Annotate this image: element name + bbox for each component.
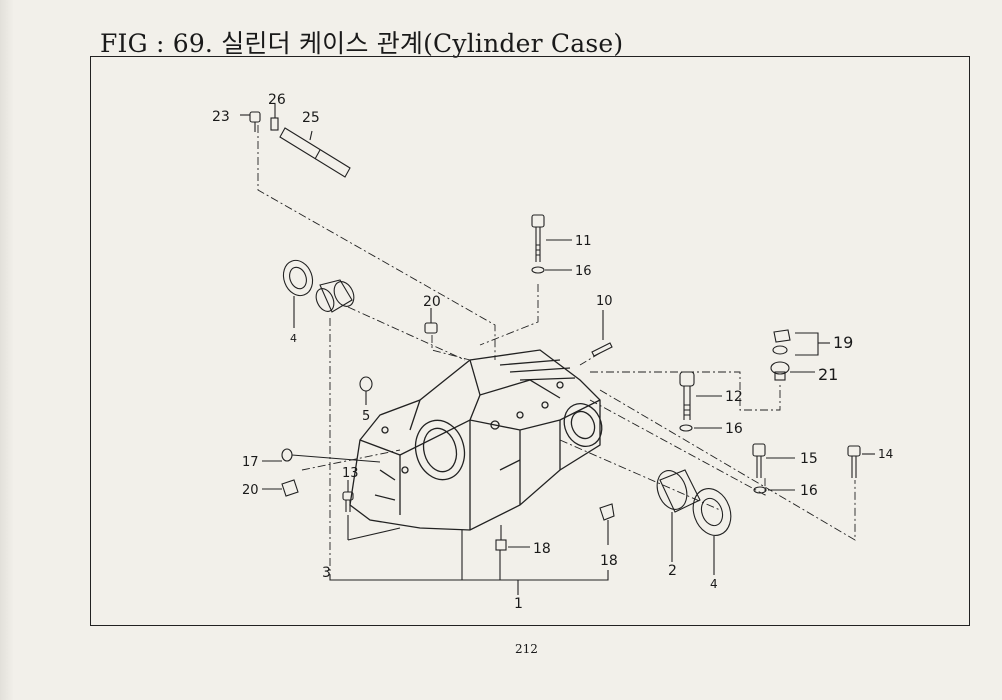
part-1-cylinder-case bbox=[349, 349, 603, 531]
part-19-union-bolt bbox=[772, 329, 830, 356]
part-17-o-ring bbox=[262, 448, 381, 463]
part-10-stud bbox=[591, 310, 613, 357]
callout-21: 21 bbox=[818, 365, 838, 384]
callout-1: 1 bbox=[514, 596, 523, 612]
callout-16-top: 16 bbox=[575, 264, 592, 279]
guide-line-bolt15-path bbox=[589, 399, 766, 496]
part-12-bolt bbox=[679, 371, 722, 420]
callout-5: 5 bbox=[362, 409, 370, 424]
callout-labels: 23 26 25 11 16 10 20 4 19 21 12 16 5 15 … bbox=[212, 92, 893, 612]
callout-20-left: 20 bbox=[242, 483, 259, 498]
part-4-oil-seal-right bbox=[692, 488, 732, 575]
guide-line-plug19-path bbox=[590, 371, 781, 411]
diagram-frame bbox=[90, 56, 970, 626]
guide-line-pin-to-case bbox=[257, 125, 496, 360]
guide-line-plug20-to-case bbox=[431, 335, 471, 361]
part-18-plug-bottom bbox=[495, 525, 530, 551]
part-25-shaft bbox=[279, 127, 351, 178]
callout-14: 14 bbox=[878, 447, 893, 461]
callout-18-bottom: 18 bbox=[533, 541, 551, 557]
callout-3: 3 bbox=[322, 565, 331, 581]
callout-17: 17 bbox=[242, 455, 259, 470]
figure-title: FIG : 69. 실린더 케이스 관계(Cylinder Case) bbox=[100, 29, 624, 58]
part-26-clip bbox=[270, 104, 279, 131]
part-15-bolt bbox=[752, 443, 795, 478]
callout-25: 25 bbox=[302, 110, 320, 126]
guide-line-bushing-to-case bbox=[347, 306, 466, 361]
callout-23: 23 bbox=[212, 109, 230, 125]
part-18-plug-right bbox=[599, 503, 615, 545]
guide-line-seal-right bbox=[559, 439, 721, 511]
part-16-washer-mid bbox=[679, 424, 722, 432]
callout-15: 15 bbox=[800, 451, 818, 467]
callout-4-right: 4 bbox=[710, 577, 718, 591]
part-2-bushing-right bbox=[656, 469, 701, 562]
part-4-oil-seal-left bbox=[282, 259, 314, 328]
callout-4-left: 4 bbox=[290, 332, 297, 345]
part-3-bushing bbox=[315, 279, 355, 313]
part-16-washer-low bbox=[753, 486, 795, 494]
part-16-washer-top bbox=[531, 266, 572, 274]
scan-edge-shadow bbox=[0, 0, 14, 700]
callout-12: 12 bbox=[725, 389, 743, 405]
part-14-bolt bbox=[847, 445, 875, 478]
callout-18-right: 18 bbox=[600, 553, 618, 569]
assembly-guide-lines bbox=[257, 125, 856, 575]
callout-2: 2 bbox=[668, 563, 677, 579]
part-11-bolt bbox=[531, 214, 572, 262]
guide-line-bolt14-path bbox=[599, 389, 856, 541]
callout-16-low: 16 bbox=[800, 483, 818, 499]
part-23-fitting bbox=[240, 111, 261, 132]
callout-11: 11 bbox=[575, 234, 592, 249]
part-20-plug-left bbox=[262, 479, 299, 497]
part-20-plug-top bbox=[424, 308, 438, 334]
callout-26: 26 bbox=[268, 92, 286, 108]
assembly-brackets bbox=[329, 515, 609, 595]
callout-20-top: 20 bbox=[423, 294, 441, 310]
part-21-fitting bbox=[770, 361, 815, 381]
callout-19: 19 bbox=[833, 333, 853, 352]
callout-16-mid: 16 bbox=[725, 421, 743, 437]
part-5-plug bbox=[359, 376, 373, 405]
callout-13: 13 bbox=[342, 466, 359, 481]
guide-line-bolt11-to-case bbox=[479, 284, 539, 346]
callout-10: 10 bbox=[596, 294, 613, 309]
page-number: 212 bbox=[515, 642, 538, 656]
